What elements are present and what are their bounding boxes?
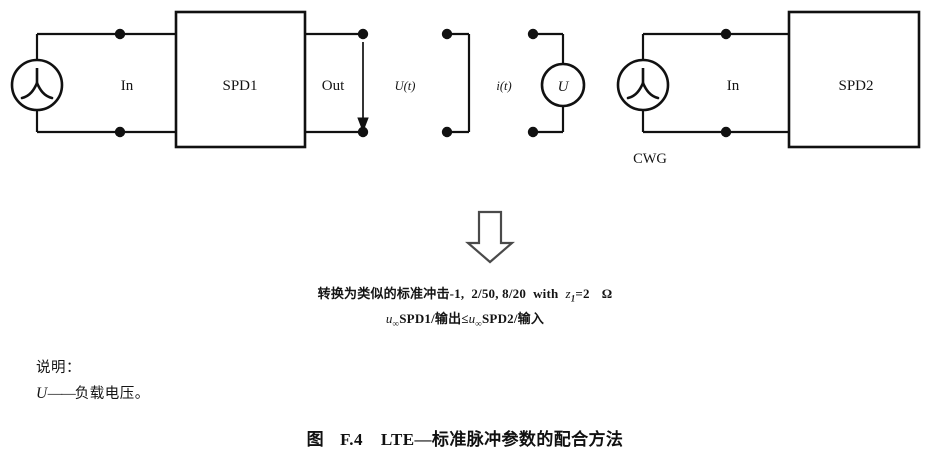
spd2-box	[787, 10, 921, 149]
figure-caption-title: LTE—标准脉冲参数的配合方法	[380, 430, 624, 449]
spd1-output-top-node	[357, 28, 369, 40]
left-circuit-group: In SPD1 Out	[10, 10, 369, 149]
current-direction-arrow	[357, 42, 369, 133]
figure-caption: 图 F.4 LTE—标准脉冲参数的配合方法	[0, 425, 930, 450]
right-port-in-label: In	[727, 78, 740, 94]
voltage-signal-label: U(t)	[395, 79, 416, 93]
voltmeter-label: U	[558, 79, 570, 95]
impedance-symbol: z	[565, 286, 571, 301]
figure-caption-number: F.4	[340, 430, 363, 449]
notes-item-text: 负载电压。	[74, 386, 150, 402]
cwg-source-label: CWG	[633, 151, 667, 167]
notes-item-dash: ——	[47, 386, 76, 402]
right-input-bottom-node	[720, 126, 732, 138]
uoc-spd1-subscript: ∞	[392, 318, 400, 329]
left-port-out-label: Out	[322, 78, 345, 94]
left-input-bottom-node	[114, 126, 126, 138]
impedance-subscript: 1	[570, 293, 576, 304]
notes-item: U——负载电压。	[36, 381, 150, 407]
uoc-spd2-port: SPD2/输入	[482, 310, 545, 326]
notes-header: 说明：	[36, 360, 81, 376]
right-circuit-group: CWG In SPD2	[616, 10, 921, 167]
left-surge-generator-glyph	[20, 68, 54, 100]
conversion-waveforms: 2/50, 8/20	[471, 286, 527, 301]
middle-measurement-group: U(t) i(t) U	[395, 28, 586, 138]
left-port-in-label: In	[121, 78, 134, 94]
current-signal-label: i(t)	[496, 79, 511, 93]
notes-item-symbol: U	[36, 385, 48, 402]
notes-block: 说明： U——负载电压。	[36, 356, 150, 407]
spd2-label: SPD2	[838, 78, 873, 94]
spd1-label: SPD1	[222, 78, 257, 94]
conversion-with-word: with	[533, 286, 559, 301]
right-input-top-node	[720, 28, 732, 40]
spd1-box	[174, 10, 307, 149]
uoc-spd2-symbol: u	[468, 310, 476, 326]
impedance-unit: Ω	[601, 286, 613, 301]
uoc-spd2-subscript: ∞	[475, 318, 482, 329]
uoc-spd1-port: SPD1/输出	[399, 310, 462, 326]
down-block-arrow	[465, 210, 515, 264]
conversion-relation: ≤	[461, 310, 469, 326]
figure-caption-label: 图	[306, 430, 325, 449]
conversion-line-2: u∞SPD1/输出≤u∞SPD2/输入	[0, 309, 930, 334]
impedance-value: =2	[575, 286, 590, 301]
right-surge-generator-glyph	[626, 68, 660, 100]
left-input-top-node	[114, 28, 126, 40]
conversion-prefix: 转换为类似的标准冲击-1,	[317, 286, 465, 301]
uoc-spd1-symbol: u	[385, 310, 393, 326]
voltmeter-symbol	[540, 62, 586, 108]
